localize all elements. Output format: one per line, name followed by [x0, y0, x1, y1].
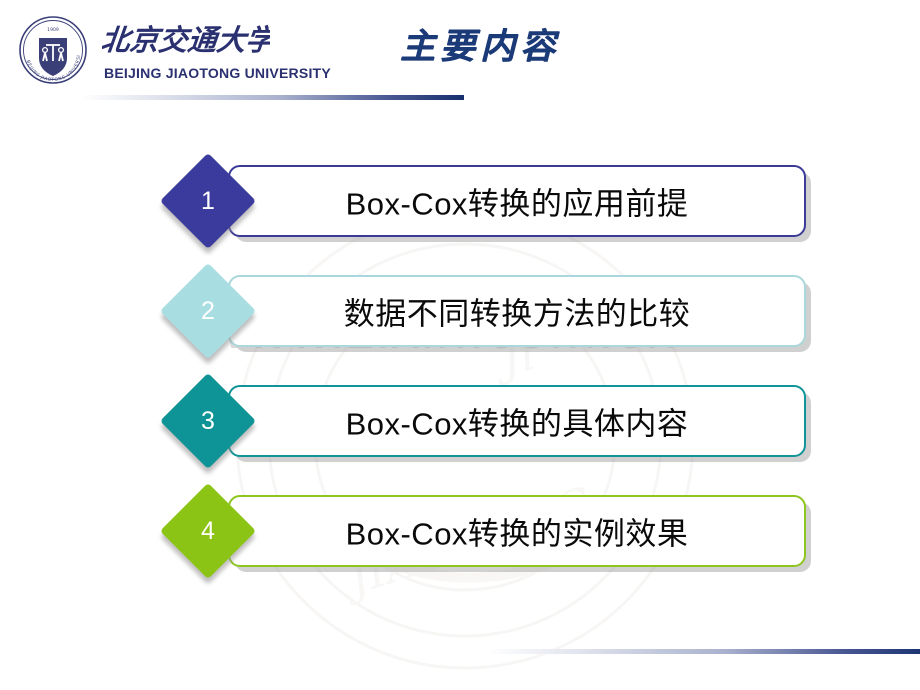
- agenda-number-4: 4: [201, 516, 215, 545]
- agenda-label-2: 数据不同转换方法的比较: [343, 296, 691, 332]
- agenda-bar-1[interactable]: Box-Cox转换的应用前提: [228, 165, 806, 237]
- agenda-row-2[interactable]: 数据不同转换方法的比较 2: [0, 262, 920, 360]
- page-title: 主要内容: [399, 26, 560, 67]
- agenda-bar-4[interactable]: Box-Cox转换的实例效果: [228, 495, 806, 567]
- university-logo: 1909 BEIJING JIAOTONG UNIVERSITY 北京交通大学 …: [14, 10, 331, 92]
- agenda-number-2: 2: [201, 296, 215, 325]
- agenda-label-3: Box-Cox转换的具体内容: [345, 406, 689, 442]
- university-seal-icon: 1909 BEIJING JIAOTONG UNIVERSITY: [16, 12, 87, 84]
- svg-text:北京交通大学: 北京交通大学: [102, 23, 270, 57]
- footer-divider: [486, 649, 920, 654]
- agenda-row-4[interactable]: Box-Cox转换的实例效果 4: [0, 482, 920, 580]
- agenda-label-4: Box-Cox转换的实例效果: [345, 516, 689, 552]
- svg-text:1909: 1909: [47, 27, 59, 33]
- agenda-row-3[interactable]: Box-Cox转换的具体内容 3: [0, 372, 920, 470]
- agenda-bar-3[interactable]: Box-Cox转换的具体内容: [228, 385, 806, 457]
- university-name-en: BEIJING JIAOTONG UNIVERSITY: [104, 66, 331, 81]
- agenda-label-1: Box-Cox转换的应用前提: [345, 186, 689, 222]
- agenda-row-1[interactable]: Box-Cox转换的应用前提 1: [0, 152, 920, 250]
- title-divider: [80, 95, 464, 100]
- agenda-bar-2[interactable]: 数据不同转换方法的比较: [228, 275, 806, 347]
- university-name-cn-logo: 北京交通大学: [102, 23, 270, 57]
- agenda-number-1: 1: [201, 186, 215, 215]
- agenda-number-3: 3: [201, 406, 215, 435]
